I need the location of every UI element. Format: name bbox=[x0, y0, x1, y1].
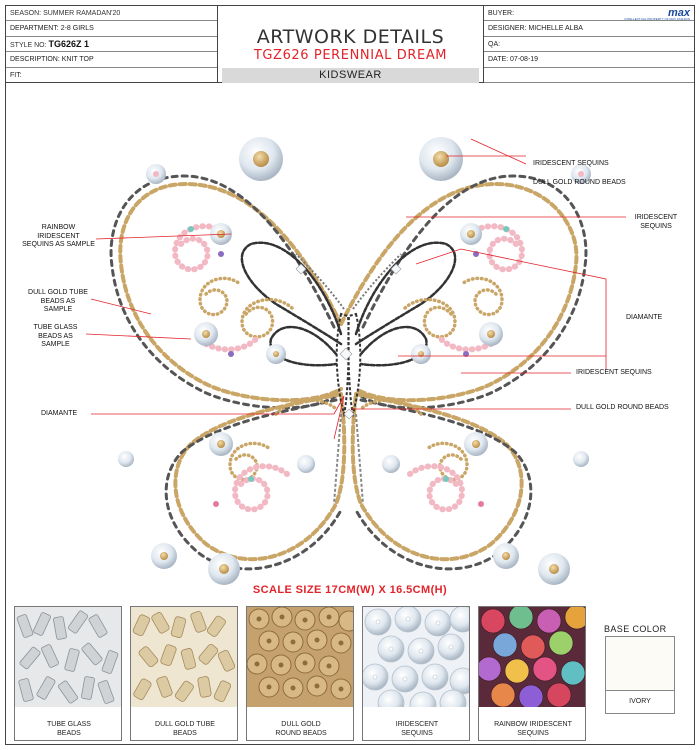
date-field: DATE: 07-08-19 bbox=[484, 52, 694, 68]
buyer-field: BUYER: bbox=[484, 6, 694, 22]
designer-field: DESIGNER: MICHELLE ALBA bbox=[484, 21, 694, 37]
style-number-field: STYLE NO: TG626Z 1 bbox=[6, 37, 217, 53]
swatch-label: RAINBOW IRIDESCENT SEQUINS bbox=[494, 721, 572, 737]
artwork-sheet: SEASON: SUMMER RAMADAN'20 DEPARTMENT: 2-… bbox=[5, 5, 695, 745]
callout-diamante-left: DIAMANTE bbox=[41, 410, 78, 417]
sequin-flowers bbox=[118, 137, 591, 585]
callout-gold-round-top: DULL GOLD ROUND BEADS bbox=[533, 179, 626, 186]
header-block: SEASON: SUMMER RAMADAN'20 DEPARTMENT: 2-… bbox=[6, 6, 694, 83]
wing-outlines bbox=[109, 174, 588, 571]
gold-round-beads-icon bbox=[247, 607, 353, 707]
callout-gold-round-mid: DULL GOLD ROUND BEADS bbox=[576, 404, 669, 411]
callout-iridescent-sequins-top: IRIDESCENT SEQUINS bbox=[533, 160, 609, 167]
style-number-value: TG626Z 1 bbox=[48, 38, 90, 49]
season-field: SEASON: SUMMER RAMADAN'20 bbox=[6, 6, 217, 22]
callout-iridescent-sequins-mid: IRIDESCENT SEQUINS bbox=[576, 369, 652, 376]
header-left-column: SEASON: SUMMER RAMADAN'20 DEPARTMENT: 2-… bbox=[6, 6, 218, 83]
department-field: DEPARTMENT: 2-8 GIRLS bbox=[6, 21, 217, 37]
callout-diamante-right: DIAMANTE bbox=[626, 314, 663, 321]
rainbow-sequin-dots bbox=[188, 226, 509, 507]
brand-logo: max bbox=[667, 7, 690, 19]
description-field: DESCRIPTION: KNIT TOP bbox=[6, 52, 217, 68]
swatch-label: DULL GOLD ROUND BEADS bbox=[275, 721, 327, 737]
swatch-iridescent-sequins: IRIDESCENT SEQUINS bbox=[362, 606, 470, 741]
callout-rainbow-sequins: RAINBOW IRIDESCENT SEQUINS AS SAMPLE bbox=[22, 224, 95, 248]
callout-gold-tube-beads: DULL GOLD TUBE BEADS AS SAMPLE bbox=[28, 289, 88, 313]
swatch-rainbow-sequins: RAINBOW IRIDESCENT SEQUINS bbox=[478, 606, 586, 741]
artwork-area: IRIDESCENT SEQUINS DULL GOLD ROUND BEADS… bbox=[6, 84, 694, 604]
swatch-label: IRIDESCENT SEQUINS bbox=[395, 721, 439, 737]
butterfly-artwork bbox=[85, 137, 626, 585]
scale-size-label: SCALE SIZE 17CM(W) X 16.5CM(H) bbox=[252, 584, 448, 596]
page-subtitle: TGZ626 PERENNIAL DREAM bbox=[253, 48, 448, 63]
gold-tube-beads-icon bbox=[131, 607, 237, 707]
callout-leader-lines bbox=[85, 138, 626, 440]
swatch-label: TUBE GLASS BEADS bbox=[47, 721, 91, 737]
base-color-title: BASE COLOR bbox=[604, 624, 667, 634]
callout-tube-glass-beads: TUBE GLASS BEADS AS SAMPLE bbox=[33, 324, 78, 348]
page-title: ARTWORK DETAILS bbox=[256, 26, 445, 48]
swatch-gold-round-beads: DULL GOLD ROUND BEADS bbox=[246, 606, 354, 741]
empty-field bbox=[484, 68, 694, 83]
base-color-name: IVORY bbox=[605, 690, 675, 714]
division-label: KIDSWEAR bbox=[222, 68, 479, 83]
iridescent-sequins-icon bbox=[363, 607, 469, 707]
header-right-column: BUYER: DESIGNER: MICHELLE ALBA QA: DATE:… bbox=[483, 6, 694, 83]
swatch-gold-tube-beads: DULL GOLD TUBE BEADS bbox=[130, 606, 238, 741]
header-center-column: ARTWORK DETAILS TGZ626 PERENNIAL DREAM K… bbox=[218, 6, 483, 83]
silver-tube-beads-icon bbox=[15, 607, 121, 707]
rainbow-sequins-icon bbox=[479, 607, 585, 707]
swatch-tube-glass-beads: TUBE GLASS BEADS bbox=[14, 606, 122, 741]
pink-sequin-spirals bbox=[171, 223, 526, 513]
qa-field: QA: bbox=[484, 37, 694, 53]
swatch-label: DULL GOLD TUBE BEADS bbox=[155, 721, 215, 737]
fit-field: FIT: bbox=[10, 71, 22, 79]
callout-iridescent-sequins-right: IRIDESCENT SEQUINS bbox=[634, 214, 678, 230]
brand-logo-tagline: INTELLECTUAL PROPERTY OF MAX FASHION bbox=[624, 17, 690, 21]
